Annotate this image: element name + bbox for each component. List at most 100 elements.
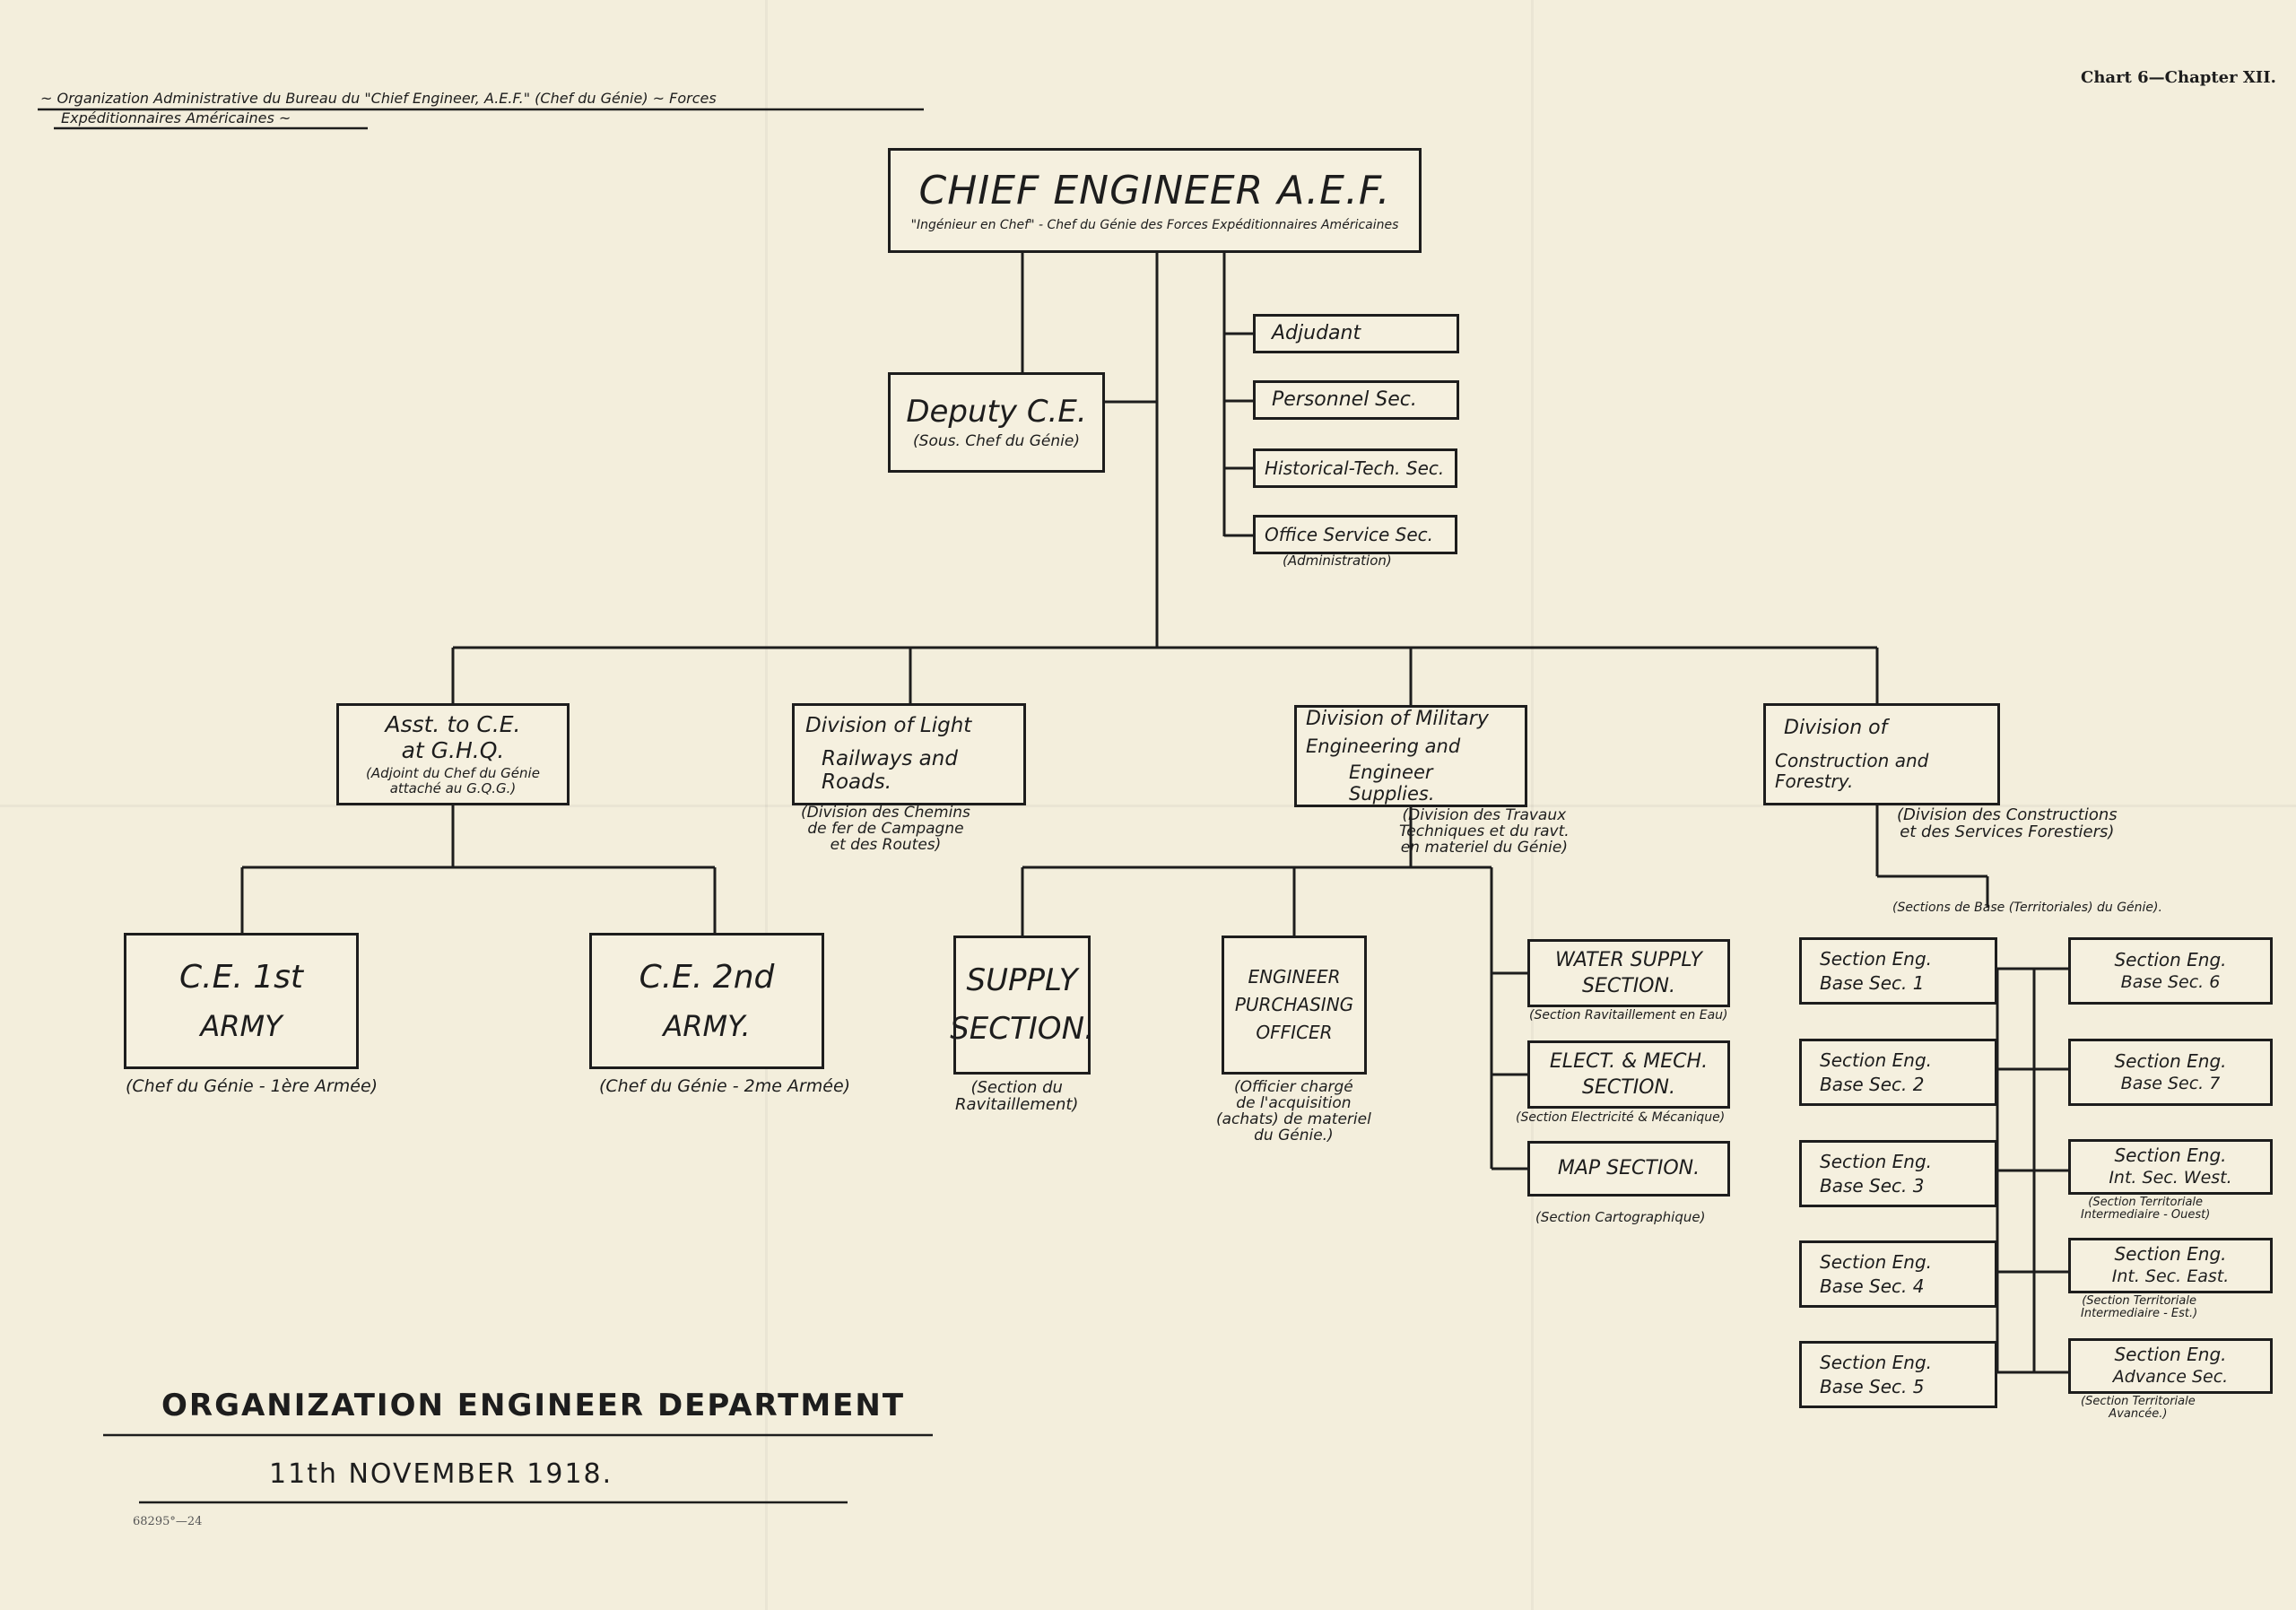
base-section-box: Section Eng. Base Sec. 1 (1799, 937, 1997, 1005)
footer-title: ORGANIZATION ENGINEER DEPARTMENT (161, 1388, 906, 1423)
construction-note2: et des Services Forestiers) (1900, 822, 2115, 841)
personnel-label: Personnel Sec. (1272, 388, 1417, 412)
base-section-box: Section Eng. Base Sec. 3 (1799, 1140, 1997, 1207)
purchasing-officer-box: ENGINEER PURCHASING OFFICER (1222, 936, 1367, 1075)
second-army-line2: ARMY. (663, 1009, 751, 1044)
railways-line2: Railways and Roads. (822, 746, 958, 795)
territorial-section-box: Section Eng. Base Sec. 7 (2068, 1039, 2273, 1106)
elect-line1: ELECT. & MECH. (1549, 1049, 1709, 1073)
base-section-line2: Base Sec. 3 (1820, 1174, 1925, 1197)
deputy-subtitle: (Sous. Chef du Génie) (913, 431, 1080, 450)
chart-label: Chart 6—Chapter XII. (2081, 68, 2276, 87)
territorial-section-line2: Base Sec. 7 (2120, 1073, 2221, 1093)
asst-ghq-note2: attaché au G.Q.G.) (389, 779, 517, 796)
supply-section-box: SUPPLY SECTION. (950, 936, 1094, 1075)
military-note1: (Division des Travaux (1402, 806, 1567, 824)
asst-ghq-line2: at G.H.Q. (401, 736, 505, 763)
water-supply-box: WATER SUPPLY SECTION. (1527, 939, 1730, 1007)
purchasing-note3: (achats) de materiel (1216, 1110, 1371, 1128)
first-army-line1: C.E. 1st (179, 958, 303, 996)
second-army-box: C.E. 2nd ARMY. (589, 933, 824, 1069)
supply-line2: SECTION. (950, 1010, 1094, 1047)
office-service-box: Office Service Sec. (1253, 515, 1457, 554)
adjudant-box: Adjudant (1253, 314, 1459, 353)
chief-engineer-subtitle: "Ingénieur en Chef" - Chef du Génie des … (910, 217, 1399, 232)
historical-label: Historical-Tech. Sec. (1265, 457, 1445, 479)
railways-note: (Division des Chemins de fer de Campagne… (801, 805, 970, 854)
railways-division-box: Division of Light Railways and Roads. (792, 703, 1026, 805)
territorial-section-note1: (Section Territoriale (2082, 1294, 2196, 1308)
supply-note2: Ravitaillement) (955, 1094, 1079, 1114)
construction-note1: (Division des Constructions (1897, 805, 2118, 824)
map-note: (Section Cartographique) (1535, 1209, 1706, 1225)
construction-line2: Construction and Forestry. (1775, 749, 1929, 792)
construction-line1: Division of (1784, 717, 1888, 740)
base-section-line2: Base Sec. 2 (1820, 1073, 1925, 1095)
elect-mech-box: ELECT. & MECH. SECTION. (1527, 1040, 1730, 1109)
base-section-line1: Section Eng. (1820, 1150, 1933, 1172)
territorial-section-note1: (Section Territoriale (2081, 1395, 2196, 1408)
base-section-line1: Section Eng. (1820, 1250, 1933, 1273)
water-note: (Section Ravitaillement en Eau) (1529, 1008, 1728, 1023)
supply-note: (Section du Ravitaillement) (955, 1078, 1079, 1114)
asst-ghq-note1: (Adjoint du Chef du Génie (366, 764, 540, 781)
base-section-box: Section Eng. Base Sec. 5 (1799, 1341, 1997, 1408)
purchasing-line1: ENGINEER (1248, 966, 1341, 988)
territorial-section-box: Section Eng. Base Sec. 6 (2068, 937, 2273, 1005)
territorial-section-note2: Intermediaire - Ouest) (2081, 1207, 2211, 1222)
asst-ghq-line1: Asst. to C.E. (385, 711, 521, 737)
territorial-section-line1: Section Eng. (2114, 948, 2227, 970)
military-line1: Division of Military (1306, 708, 1489, 731)
base-section-line1: Section Eng. (1820, 1351, 1933, 1373)
sections-note: (Sections de Base (Territoriales) du Gén… (1892, 901, 2162, 915)
second-army-line1: C.E. 2nd (639, 958, 775, 996)
water-line2: SECTION. (1582, 975, 1675, 997)
french-title-line1: ~ Organization Administrative du Bureau … (40, 90, 717, 107)
asst-ghq-box: Asst. to C.E. at G.H.Q. (Adjoint du Chef… (336, 703, 570, 805)
supply-line1: SUPPLY (966, 962, 1078, 999)
territorial-section-box: Section Eng. Advance Sec. (2068, 1338, 2273, 1394)
first-army-line2: ARMY (200, 1009, 283, 1044)
territorial-section-note: (Section Territoriale Intermediaire - Es… (2081, 1295, 2197, 1319)
deputy-box: Deputy C.E. (Sous. Chef du Génie) (888, 372, 1105, 473)
territorial-section-line1: Section Eng. (2114, 1344, 2227, 1366)
elect-line2: SECTION. (1582, 1076, 1675, 1099)
purchasing-note4: du Génie.) (1254, 1126, 1334, 1144)
purchasing-note2: de l'acquisition (1236, 1093, 1352, 1112)
construction-division-box: Division of Construction and Forestry. (1763, 703, 2000, 805)
base-section-line1: Section Eng. (1820, 1049, 1933, 1071)
supply-note1: (Section du (970, 1078, 1063, 1097)
military-note3: en materiel du Génie) (1400, 838, 1568, 857)
territorial-section-box: Section Eng. Int. Sec. East. (2068, 1238, 2273, 1293)
military-note2: Techniques et du ravt. (1399, 822, 1570, 840)
base-section-line1: Section Eng. (1820, 947, 1933, 970)
railways-note1: (Division des Chemins (801, 804, 970, 822)
base-section-line2: Base Sec. 5 (1820, 1375, 1925, 1397)
french-title-line2: Expéditionnaires Américaines ~ (61, 109, 291, 126)
adjudant-label: Adjudant (1272, 322, 1361, 345)
base-section-line2: Base Sec. 1 (1820, 971, 1925, 994)
railways-note2: de fer de Campagne (807, 819, 964, 838)
historical-box: Historical-Tech. Sec. (1253, 448, 1457, 488)
print-code: 68295°—24 (133, 1515, 203, 1528)
territorial-section-line2: Base Sec. 6 (2120, 971, 2221, 992)
office-service-label: Office Service Sec. (1265, 523, 1434, 545)
territorial-section-line2: Advance Sec. (2112, 1367, 2229, 1388)
territorial-section-note2: Intermediaire - Est.) (2081, 1306, 2198, 1320)
territorial-section-line1: Section Eng. (2114, 1144, 2227, 1167)
chief-engineer-title: CHIEF ENGINEER A.E.F. (918, 168, 1391, 214)
military-line2: Engineering and (1306, 735, 1461, 758)
territorial-section-note: (Section Territoriale Intermediaire - Ou… (2081, 1197, 2210, 1221)
territorial-section-line1: Section Eng. (2114, 1243, 2227, 1266)
office-service-note: (Administration) (1283, 553, 1392, 569)
water-line1: WATER SUPPLY (1555, 948, 1702, 971)
purchasing-line2: PURCHASING (1234, 994, 1354, 1015)
footer-date: 11th NOVEMBER 1918. (269, 1458, 613, 1490)
elect-note: (Section Electricité & Mécanique) (1516, 1110, 1726, 1125)
military-note: (Division des Travaux Techniques et du r… (1399, 806, 1570, 857)
territorial-section-note: (Section Territoriale Avancée.) (2081, 1396, 2196, 1420)
base-section-box: Section Eng. Base Sec. 2 (1799, 1039, 1997, 1106)
construction-note: (Division des Constructions et des Servi… (1897, 805, 2118, 841)
